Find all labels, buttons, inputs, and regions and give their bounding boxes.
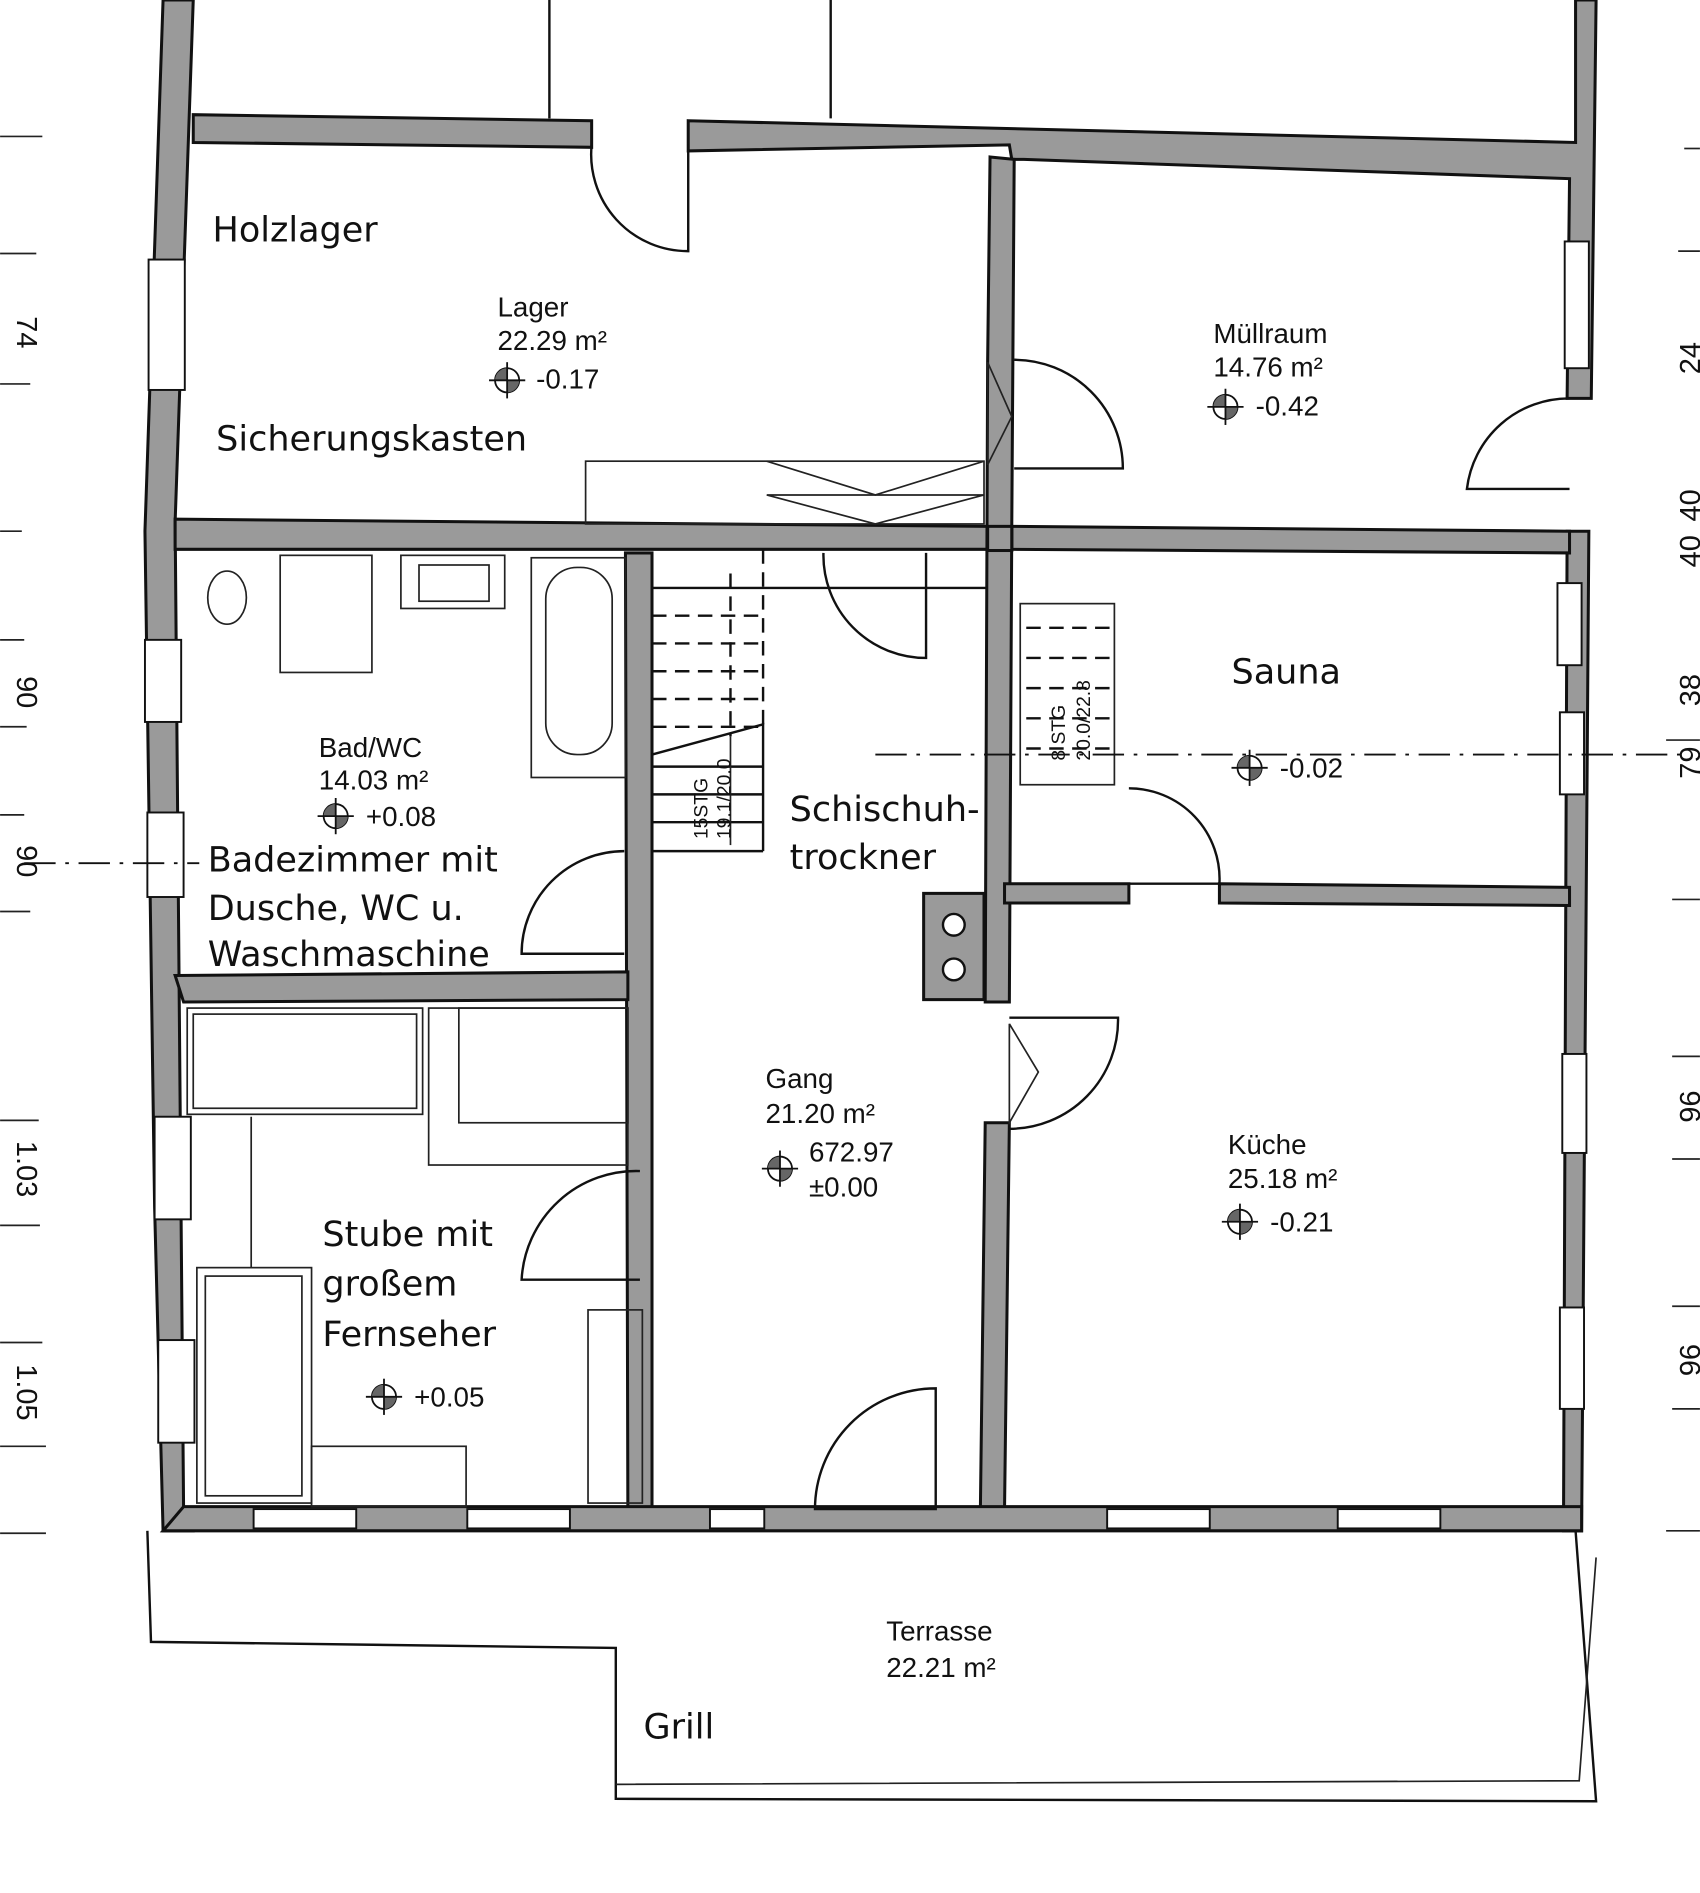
dim-right: 79 xyxy=(1675,746,1700,778)
bad-note: Badezimmer mit xyxy=(208,841,498,881)
level-marker-icon xyxy=(760,1149,799,1188)
level-marker-icon xyxy=(488,361,527,400)
muellraum-level: -0.42 xyxy=(1256,390,1319,421)
schischuh-note: Schischuh- xyxy=(790,790,980,830)
dim-right: 40 xyxy=(1675,535,1700,567)
gang-area: 21.20 m² xyxy=(765,1098,875,1129)
stube-note: Stube mit xyxy=(322,1215,493,1255)
stube-level: +0.05 xyxy=(414,1381,484,1412)
dim-right: 96 xyxy=(1675,1091,1700,1123)
dim-right: 96 xyxy=(1675,1344,1700,1376)
kueche-area: 25.18 m² xyxy=(1228,1163,1338,1194)
grill-label: Grill xyxy=(644,1707,715,1747)
lager-level: -0.17 xyxy=(536,364,599,395)
muellraum-name: Müllraum xyxy=(1213,318,1327,349)
stube-note: großem xyxy=(322,1264,457,1304)
main-stair: 15STG 19.1/20.0 xyxy=(651,549,988,853)
upper-rooms-outline xyxy=(548,0,832,119)
bad-area: 14.03 m² xyxy=(319,765,429,796)
gang-elevation: 672.97 xyxy=(809,1136,894,1167)
dim-right: 38 xyxy=(1675,674,1700,706)
terrace-outline xyxy=(146,1530,1598,1803)
terrasse-name: Terrasse xyxy=(886,1616,992,1647)
sauna-stair: 8 STG 20.0/22.8 xyxy=(1026,626,1111,761)
sauna-stair-ratio: 20.0/22.8 xyxy=(1074,680,1095,760)
terrasse-area: 22.21 m² xyxy=(886,1652,996,1683)
dim-right: 40 xyxy=(1675,489,1700,521)
dim-left: 90 xyxy=(10,676,42,708)
sauna-level: -0.02 xyxy=(1280,752,1343,783)
gang-level: ±0.00 xyxy=(809,1171,878,1202)
gang-name: Gang xyxy=(765,1063,833,1094)
dimension-labels: 74 90 90 1.03 1.05 24 40 40 38 79 96 96 xyxy=(10,316,1700,1420)
sauna-stair-steps: 8 STG xyxy=(1049,705,1070,761)
dim-left: 74 xyxy=(10,316,42,348)
dim-left: 1.05 xyxy=(10,1364,42,1420)
bad-name: Bad/WC xyxy=(319,732,422,763)
sicherungskasten-label: Sicherungskasten xyxy=(216,419,527,459)
level-marker-icon xyxy=(1206,387,1245,426)
holzlager-label: Holzlager xyxy=(213,210,379,250)
sauna-label: Sauna xyxy=(1231,652,1340,692)
lager-name: Lager xyxy=(497,291,568,322)
bad-level: +0.08 xyxy=(366,801,436,832)
stube-note: Fernseher xyxy=(322,1315,496,1355)
lager-area: 22.29 m² xyxy=(497,325,607,356)
bad-note: Dusche, WC u. xyxy=(208,889,464,929)
fixtures xyxy=(186,460,1116,1508)
windows xyxy=(143,240,1590,1530)
walls xyxy=(143,0,1598,1533)
main-stair-steps: 15STG xyxy=(692,778,713,839)
level-marker-icon xyxy=(316,797,355,836)
dim-left: 90 xyxy=(10,845,42,877)
main-stair-ratio: 19.1/20.0 xyxy=(714,759,735,839)
kueche-name: Küche xyxy=(1228,1129,1307,1160)
level-marker-icon xyxy=(1220,1202,1259,1241)
dimension-lines xyxy=(0,135,1700,1535)
bad-note: Waschmaschine xyxy=(208,935,490,975)
schischuh-note: trockner xyxy=(790,838,937,878)
doors xyxy=(520,144,1570,1511)
level-marker-icon xyxy=(364,1377,404,1416)
muellraum-area: 14.76 m² xyxy=(1213,352,1323,383)
dim-right: 24 xyxy=(1675,342,1700,374)
kueche-level: -0.21 xyxy=(1270,1206,1333,1237)
dim-left: 1.03 xyxy=(10,1141,42,1197)
